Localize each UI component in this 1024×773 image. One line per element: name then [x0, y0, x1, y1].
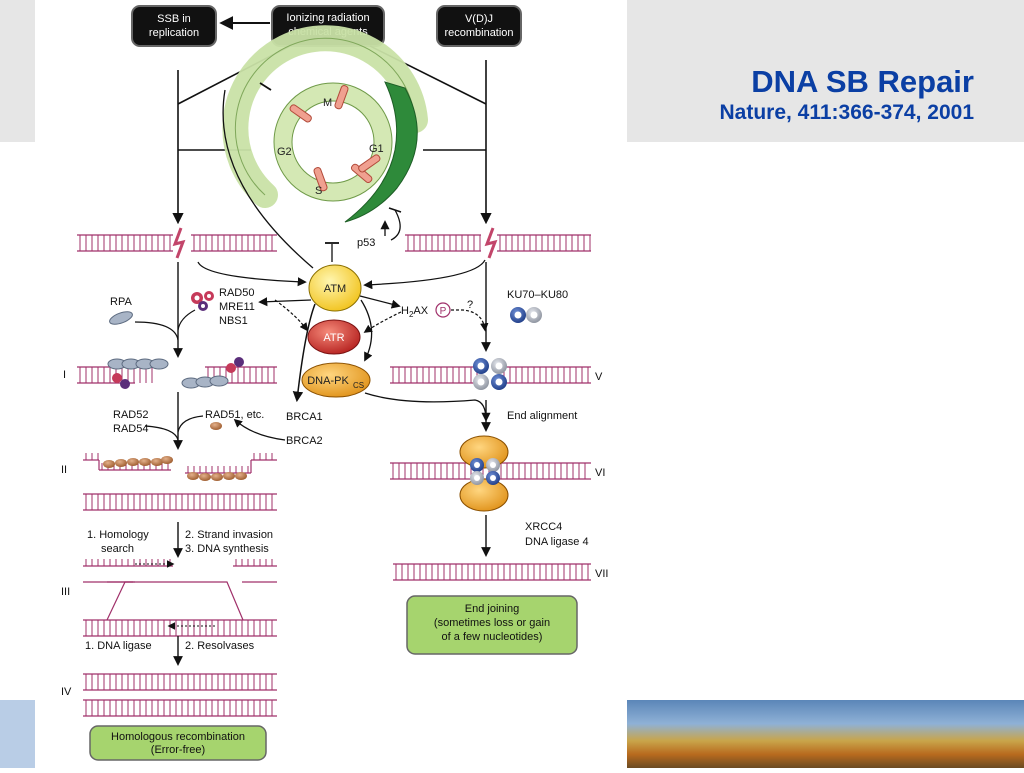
rad51-filament — [103, 456, 247, 481]
label-p53: p53 — [357, 237, 375, 249]
phase-m: M — [323, 97, 332, 109]
rpa-protein — [109, 311, 133, 325]
dna-top-left — [77, 234, 277, 252]
phase-s: S — [315, 185, 322, 197]
cell-cycle: M G1 G2 S — [222, 25, 428, 223]
svg-text:RAD54: RAD54 — [113, 423, 148, 435]
dna-rungs — [79, 235, 591, 716]
box-ssb: SSB in replication — [131, 5, 217, 47]
svg-text:2. Resolvases: 2. Resolvases — [185, 640, 255, 652]
svg-text:3. DNA synthesis: 3. DNA synthesis — [185, 543, 269, 555]
svg-text:CS: CS — [353, 381, 364, 390]
dna-pk-synapse — [459, 435, 509, 469]
svg-text:II: II — [61, 464, 67, 476]
svg-text:V: V — [595, 371, 603, 383]
svg-text:Homologous recombination: Homologous recombination — [111, 731, 245, 743]
svg-text:Ionizing radiation: Ionizing radiation — [286, 12, 369, 24]
dna-stage-iii — [83, 565, 277, 637]
svg-text:SSB in: SSB in — [157, 13, 191, 25]
dna-pk — [301, 362, 371, 398]
svg-text:XRCC4: XRCC4 — [525, 521, 562, 533]
dna-stage-i — [77, 366, 277, 384]
dna-repair-diagram: SSB in replication Ionizing radiation ch… — [61, 5, 608, 761]
svg-text:VI: VI — [595, 467, 605, 479]
svg-text:(Error-free): (Error-free) — [151, 744, 205, 756]
rad51-icon — [210, 422, 222, 430]
break-icon — [484, 227, 498, 259]
ku-heterodimer-icon — [510, 307, 542, 323]
svg-text:RAD52: RAD52 — [113, 409, 148, 421]
svg-text:III: III — [61, 586, 70, 598]
svg-text:2. Strand invasion: 2. Strand invasion — [185, 529, 273, 541]
campus-photo — [627, 700, 1024, 768]
svg-text:ATM: ATM — [324, 283, 346, 295]
svg-text:ATR: ATR — [323, 332, 344, 344]
slide-title: DNA SB Repair Nature, 411:366-374, 2001 — [719, 64, 974, 126]
svg-text:IV: IV — [61, 686, 72, 698]
atr-kinase — [307, 319, 361, 355]
phospho-icon — [435, 302, 451, 318]
title-text: DNA SB Repair — [751, 64, 974, 99]
svg-text:RPA: RPA — [110, 296, 132, 308]
svg-text:(sometimes loss or gain: (sometimes loss or gain — [434, 617, 550, 629]
svg-text:?: ? — [467, 299, 473, 311]
svg-text:1. Homology: 1. Homology — [87, 529, 149, 541]
ku-bound-ends — [473, 358, 507, 390]
svg-text:RAD51, etc.: RAD51, etc. — [205, 409, 264, 421]
svg-text:of a few nucleotides): of a few nucleotides) — [442, 631, 543, 643]
phase-g1: G1 — [369, 143, 384, 155]
svg-text:1. DNA ligase: 1. DNA ligase — [85, 640, 152, 652]
atm-kinase — [308, 264, 362, 312]
svg-text:replication: replication — [149, 27, 199, 39]
dna-stage-ii — [83, 459, 277, 511]
svg-text:BRCA1: BRCA1 — [286, 411, 323, 423]
ku-synapse — [470, 458, 500, 485]
svg-text:BRCA2: BRCA2 — [286, 435, 323, 447]
break-icon — [172, 227, 186, 259]
dna-stage-v — [390, 366, 591, 384]
svg-text:VII: VII — [595, 568, 608, 580]
footer-left-strip — [0, 700, 35, 768]
citation-text: Nature, 411:366-374, 2001 — [719, 101, 974, 124]
svg-text:V(D)J: V(D)J — [465, 13, 493, 25]
rpa-filament — [107, 357, 244, 389]
svg-text:H2AX: H2AX — [401, 305, 429, 319]
phase-g2: G2 — [277, 146, 292, 158]
svg-text:NBS1: NBS1 — [219, 315, 248, 327]
svg-text:DNA ligase 4: DNA ligase 4 — [525, 536, 589, 548]
svg-text:RAD50: RAD50 — [219, 287, 254, 299]
box-vdj: V(D)J recombination — [436, 5, 522, 47]
svg-text:P: P — [440, 306, 447, 317]
dna-top-right — [405, 234, 591, 252]
svg-text:MRE11: MRE11 — [219, 301, 255, 313]
svg-text:End joining: End joining — [465, 603, 519, 615]
dna-pk-synapse — [459, 478, 509, 512]
mrn-complex-icon — [191, 291, 214, 311]
figure-panel: SSB in replication Ionizing radiation ch… — [35, 0, 627, 768]
svg-text:recombination: recombination — [444, 27, 513, 39]
dna-stage-iv — [83, 673, 277, 717]
outcome-end-joining: End joining (sometimes loss or gain of a… — [406, 595, 578, 655]
svg-text:I: I — [63, 369, 66, 381]
svg-text:KU70–KU80: KU70–KU80 — [507, 289, 568, 301]
dna-stage-vii — [393, 563, 591, 581]
svg-text:End alignment: End alignment — [507, 410, 577, 422]
outcome-homologous-recombination: Homologous recombination (Error-free) — [89, 725, 267, 761]
svg-text:search: search — [101, 543, 134, 555]
svg-text:DNA-PK: DNA-PK — [307, 375, 349, 387]
